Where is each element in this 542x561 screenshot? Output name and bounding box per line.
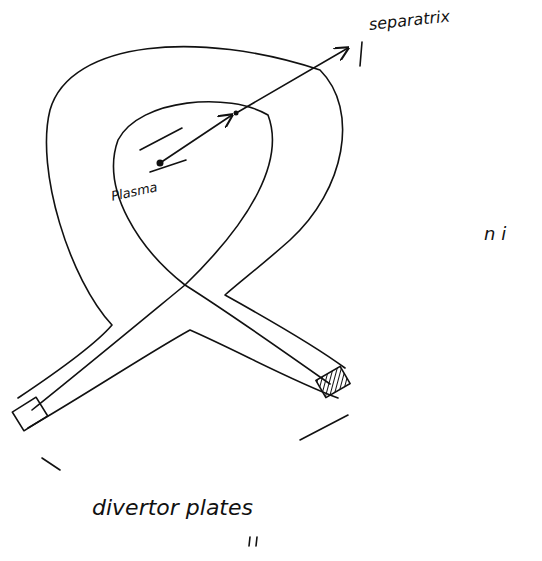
divertor-plates-label: divertor plates (92, 496, 253, 520)
divertor-plate-hatched (316, 366, 350, 397)
ditto-mark (256, 537, 257, 546)
divertor-plate (12, 397, 47, 430)
plasma-label: Plasma (110, 180, 159, 204)
ditto-mark (249, 537, 250, 546)
label-tick (360, 42, 362, 66)
leader-arrow (238, 48, 348, 112)
density-label: n i (484, 224, 506, 244)
separatrix-line (32, 102, 330, 410)
separatrix-label: separatrix (368, 8, 451, 34)
radius-arrow (160, 115, 232, 163)
plasma-stroke (150, 160, 186, 172)
outer-boundary (18, 47, 345, 398)
plasma-stroke (140, 128, 182, 150)
bracket-stroke (42, 458, 60, 470)
leg-bottom-edge (28, 330, 338, 428)
bracket-stroke (300, 415, 348, 440)
plasma-dot (157, 160, 164, 167)
separatrix-dot (234, 111, 239, 116)
